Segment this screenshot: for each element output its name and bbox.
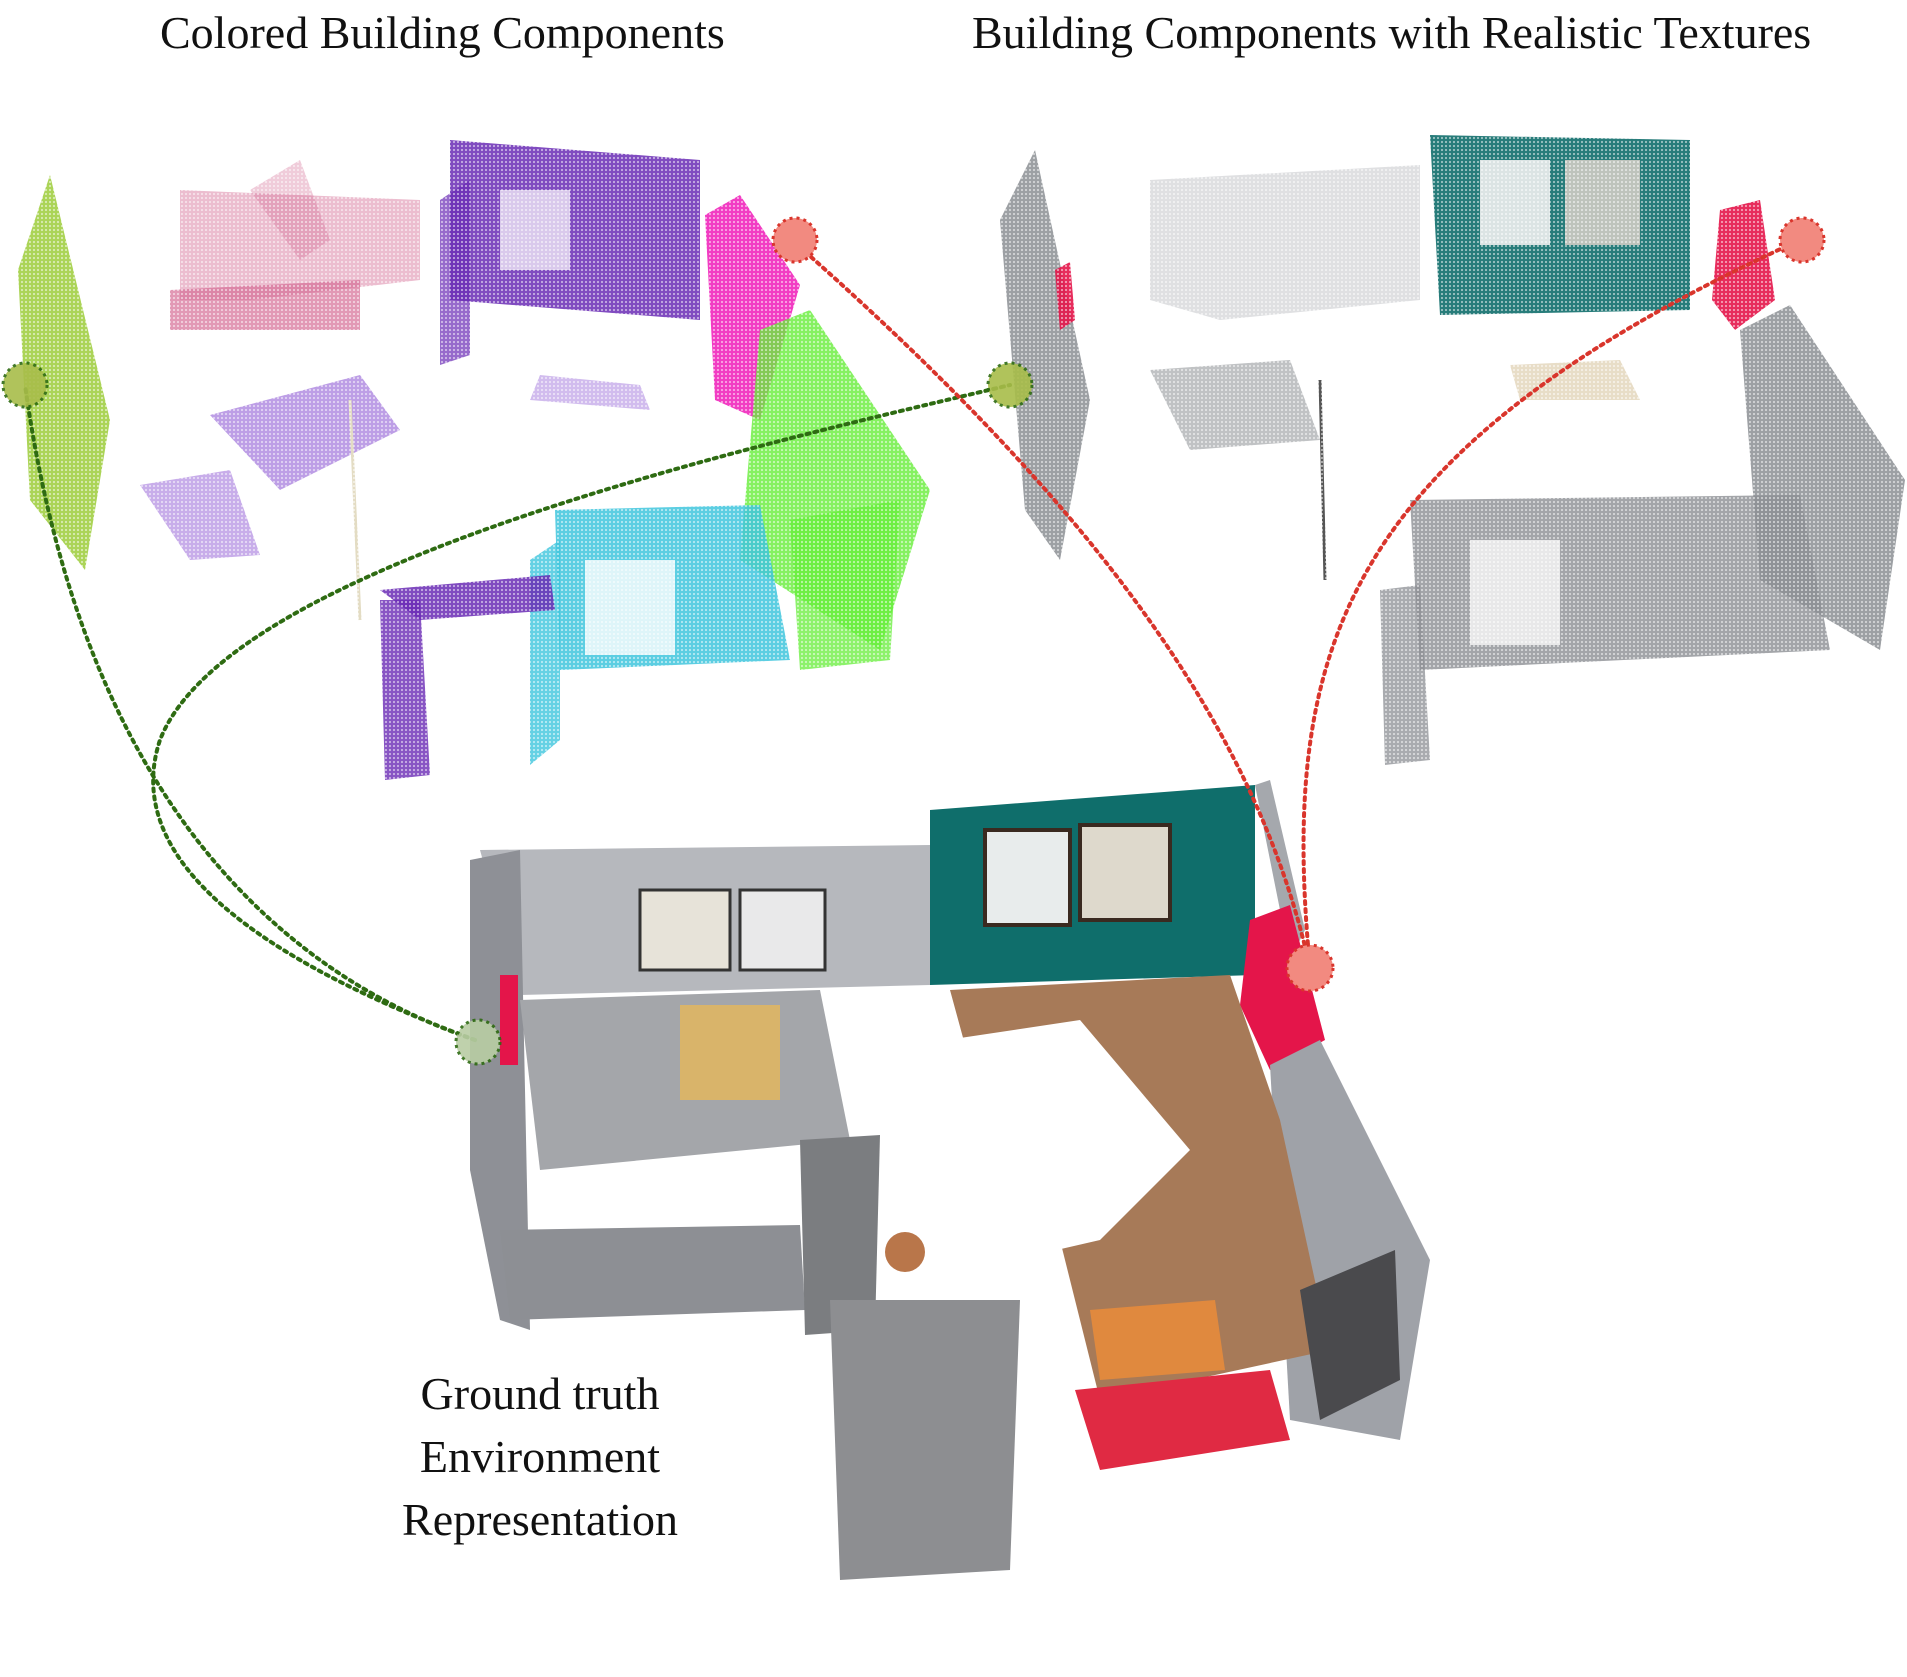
green-marker-ground-truth (454, 1018, 502, 1066)
gt-floor-hole (880, 1020, 1190, 1270)
gt-yellow-table (680, 1005, 780, 1100)
green-marker-textured (986, 361, 1034, 409)
link-markers (1, 216, 1826, 1066)
gt-artwork-b (738, 888, 827, 972)
red-marker-ground-truth (1285, 943, 1335, 993)
caption-line-1: Ground truth (420, 1368, 660, 1419)
green-link-textured (151, 383, 1012, 1042)
red-marker-colored (771, 216, 819, 264)
gt-tv-stand (1300, 1250, 1400, 1420)
gt-front-wall-mid (800, 1135, 880, 1335)
gt-front-wall-left (500, 1225, 805, 1320)
textured-components-title: Building Components with Realistic Textu… (972, 7, 1812, 58)
gt-coffee-table (1090, 1300, 1225, 1380)
gt-deer-frame-b (1078, 823, 1172, 922)
green-marker-colored (1, 361, 49, 409)
gt-deer-frame-a (983, 828, 1072, 927)
red-link-textured (1301, 238, 1802, 970)
red-marker-textured (1778, 216, 1826, 264)
caption-line-2: Environment (419, 1431, 661, 1482)
gt-red-sofa (1075, 1370, 1290, 1470)
gt-red-wall (1240, 905, 1325, 1070)
correspondence-links (23, 238, 1802, 1042)
gt-corridor-floor (830, 1300, 1020, 1580)
colored-point-cloud (0, 140, 950, 790)
gt-left-wall (470, 850, 530, 1330)
ground-truth-scene (470, 780, 1430, 1580)
caption-line-3: Representation (402, 1494, 678, 1545)
textured-point-cloud (990, 120, 1907, 780)
gt-artwork-a (638, 888, 732, 972)
gt-round-stool (885, 1232, 925, 1272)
ground-truth-caption: Ground truth Environment Representation (380, 1362, 700, 1551)
colored-components-title: Colored Building Components (160, 7, 725, 58)
gt-red-strip-left (500, 975, 518, 1065)
right-point-texture (990, 120, 1907, 780)
red-link-colored (791, 239, 1312, 970)
